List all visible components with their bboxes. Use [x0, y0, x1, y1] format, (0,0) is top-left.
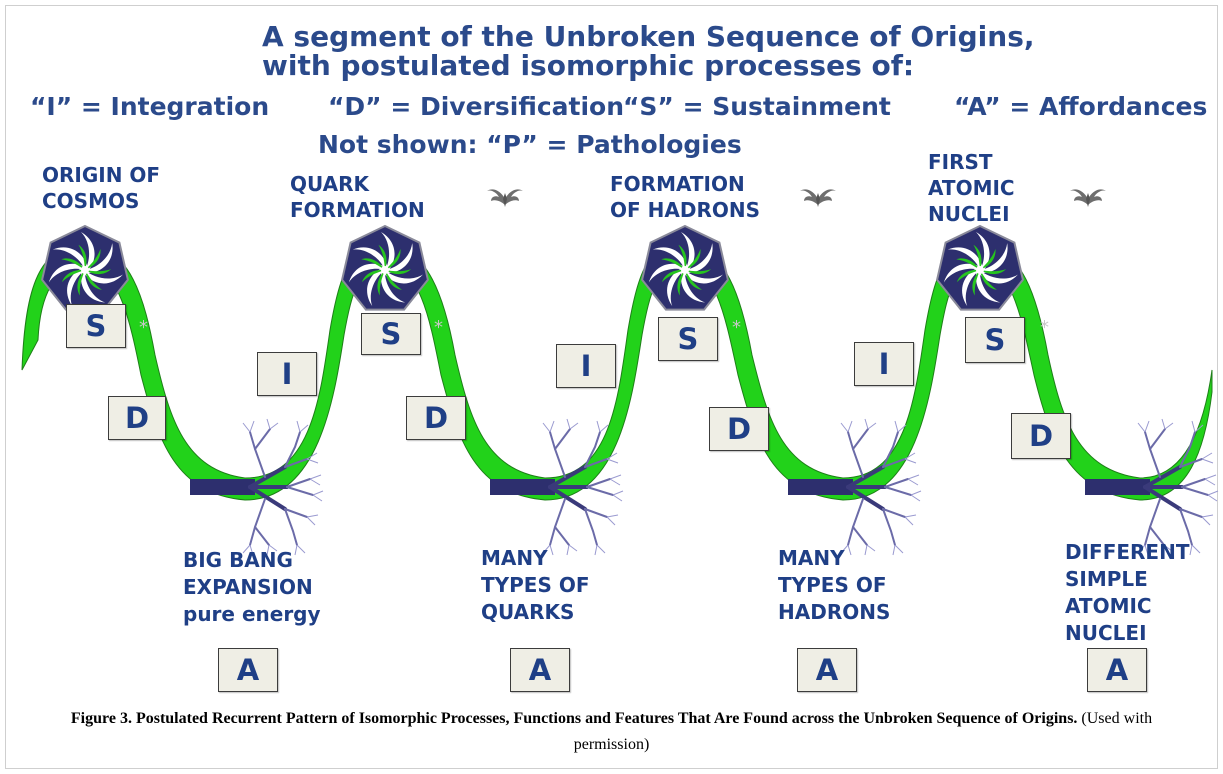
svg-text:*: *: [1040, 317, 1049, 338]
stage-3-top-label-line-1: FORMATION: [610, 172, 745, 197]
stage-1-bottom-label-line-2: EXPANSION: [183, 575, 313, 600]
stage-3-top-label-line-2: OF HADRONS: [610, 198, 760, 223]
stage-2-top-label-line-2: FORMATION: [290, 198, 425, 223]
a-box: A: [510, 648, 570, 692]
d-box: D: [1011, 413, 1071, 459]
stage-4-top-label-line-3: NUCLEI: [928, 202, 1010, 227]
title-line-2: with postulated isomorphic processes of:: [262, 51, 914, 81]
stage-4-bottom-label-line-2: SIMPLE: [1065, 567, 1148, 592]
s-box: S: [361, 313, 421, 355]
d-box: D: [108, 396, 166, 440]
legend-diversification: “D” = Diversification: [328, 93, 624, 121]
s-box: S: [658, 317, 718, 361]
stage-1-bottom-label-line-1: BIG BANG: [183, 548, 293, 573]
stage-4-bottom-label-line-3: ATOMIC: [1065, 594, 1152, 619]
svg-text:*: *: [434, 317, 443, 338]
caption-bold: Figure 3. Postulated Recurrent Pattern o…: [71, 710, 1078, 727]
a-box: A: [218, 648, 278, 692]
legend-sustainment: “S” = Sustainment: [623, 93, 891, 121]
stage-2-top-label-line-1: QUARK: [290, 172, 369, 197]
stage-4-bottom-label-line-1: DIFFERENT: [1065, 540, 1189, 565]
i-box: I: [556, 344, 616, 388]
stage-2-bottom-label-line-3: QUARKS: [481, 600, 574, 625]
figure-caption: Figure 3. Postulated Recurrent Pattern o…: [0, 706, 1223, 758]
stage-4-bottom-label-line-4: NUCLEI: [1065, 621, 1147, 646]
stage-3-bottom-label-line-1: MANY: [778, 546, 845, 571]
a-box: A: [797, 648, 857, 692]
stage-1-top-label-line-1: ORIGIN OF: [42, 163, 160, 188]
legend-integration: “I” = Integration: [30, 93, 269, 121]
legend-not-shown: Not shown: “P” = Pathologies: [318, 131, 742, 159]
d-box: D: [406, 396, 466, 440]
svg-text:*: *: [732, 317, 741, 338]
stage-1-bottom-label-line-3: pure energy: [183, 602, 321, 627]
i-box: I: [257, 352, 317, 396]
stage-4-top-label-line-2: ATOMIC: [928, 176, 1015, 201]
s-box: S: [965, 317, 1025, 363]
stage-2-bottom-label-line-1: MANY: [481, 546, 548, 571]
stage-4-top-label-line-1: FIRST: [928, 150, 993, 175]
stage-1-top-label-line-2: COSMOS: [42, 189, 139, 214]
a-box: A: [1087, 648, 1147, 692]
legend-affordances: “A” = Affordances: [954, 93, 1207, 121]
stage-2-bottom-label-line-2: TYPES OF: [481, 573, 589, 598]
d-box: D: [709, 407, 769, 451]
i-box: I: [854, 342, 914, 386]
s-box: S: [66, 304, 126, 348]
stage-3-bottom-label-line-3: HADRONS: [778, 600, 890, 625]
title-line-1: A segment of the Unbroken Sequence of Or…: [262, 22, 1035, 52]
svg-text:*: *: [139, 317, 148, 338]
stage-3-bottom-label-line-2: TYPES OF: [778, 573, 886, 598]
